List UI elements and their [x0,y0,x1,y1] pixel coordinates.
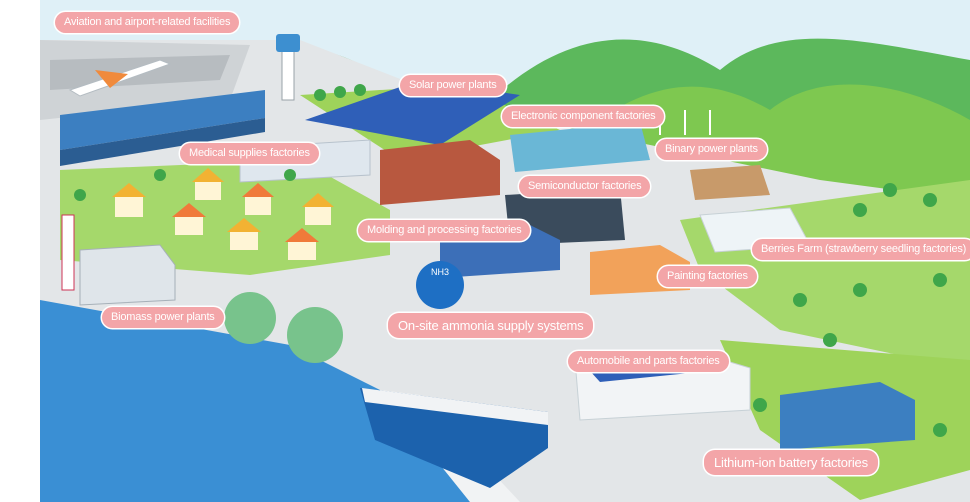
biomass-plant [79,244,176,306]
house [115,195,143,217]
gas-tank-1 [224,292,276,344]
label-aviation: Aviation and airport-related facilities [55,12,240,33]
ship-deck [362,388,548,425]
house-roof [242,183,274,197]
house [230,230,258,250]
label-ammonia: On-site ammonia supply systems [388,313,594,338]
house-roof [227,218,261,232]
binary-plant [690,165,770,200]
gas-tank-2 [287,307,343,363]
house [305,205,331,225]
label-binary: Binary power plants [656,139,767,160]
label-automobile: Automobile and parts factories [568,351,729,372]
label-biomass: Biomass power plants [102,307,224,328]
sea [40,300,470,502]
trees [74,84,947,437]
house [175,215,203,235]
house-roof [112,183,146,197]
label-medical: Medical supplies factories [180,143,319,164]
label-berries: Berries Farm (strawberry seedling factor… [752,239,970,260]
house-roof [285,228,319,242]
house [195,180,221,200]
molding-factory [380,140,500,205]
ammonia-tank-text: NH3 [431,267,449,277]
label-painting: Painting factories [658,266,757,287]
label-molding: Molding and processing factories [358,220,531,241]
control-tower [281,49,295,101]
electronic-factory [510,122,650,172]
airplane-wing [95,70,128,88]
label-electronic: Electronic component factories [502,106,665,127]
terminal-wall [60,118,265,166]
chimney [61,214,75,291]
house [245,195,271,215]
label-lithium: Lithium-ion battery factories [704,450,878,475]
house-roof [302,193,334,207]
solar-panels [305,80,520,145]
house-roof [192,168,224,182]
ammonia-tank [416,261,464,309]
label-solar: Solar power plants [400,75,506,96]
lithium-factory [780,382,915,450]
label-semiconductor: Semiconductor factories [519,176,651,197]
house-roof [172,203,206,217]
control-tower-top [276,34,300,52]
terminal-roof [60,90,265,150]
house [288,240,316,260]
